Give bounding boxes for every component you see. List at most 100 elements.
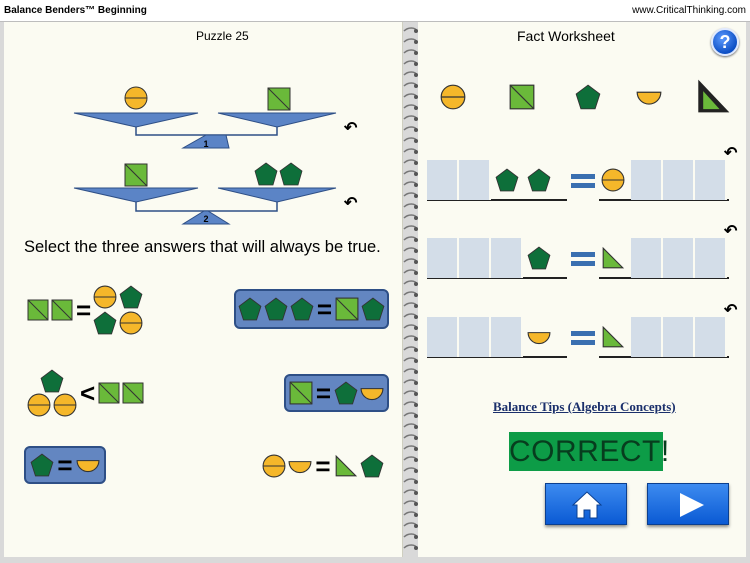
half-circle-shape: [76, 460, 100, 473]
play-icon: [680, 493, 704, 517]
website-url: www.CriticalThinking.com: [632, 5, 746, 16]
puzzle-title: Puzzle 25: [196, 29, 249, 43]
home-button[interactable]: [545, 483, 627, 525]
circle-shape: [262, 454, 286, 478]
answer-option-3[interactable]: <: [26, 367, 156, 419]
scale-2-left-pan: [73, 187, 199, 203]
equals-sign: =: [57, 449, 73, 480]
pentagon-shape: [495, 168, 519, 192]
half-circle-shape: [288, 461, 312, 474]
scale-1-circle: [124, 86, 148, 110]
empty-slot[interactable]: [695, 160, 727, 200]
triangle-shape: [602, 246, 625, 269]
pentagon-shape: [264, 297, 288, 321]
empty-slot[interactable]: [459, 160, 491, 200]
empty-slot[interactable]: [459, 238, 491, 278]
home-icon: [571, 491, 603, 519]
palette-circle[interactable]: [440, 84, 466, 110]
pentagon-shape: [360, 454, 384, 478]
scale-1-right-pan: [217, 112, 337, 128]
pentagon-shape: [93, 311, 117, 335]
pentagon-shape: [527, 246, 551, 270]
scale-1-number: 1: [203, 139, 208, 149]
scale-1-left-pan: [73, 112, 199, 128]
square-shape: [98, 382, 120, 404]
equals-sign: =: [316, 293, 333, 324]
empty-slot[interactable]: [491, 317, 523, 357]
scale-2-pentagon-1: [254, 162, 278, 186]
palette-half-circle[interactable]: [636, 84, 662, 110]
scale-2-fulcrum: [181, 210, 231, 225]
empty-slot[interactable]: [631, 238, 663, 278]
empty-slot[interactable]: [427, 160, 459, 200]
empty-slot[interactable]: [631, 160, 663, 200]
triangle-shape: [335, 454, 357, 477]
empty-slot[interactable]: [663, 160, 695, 200]
answer-option-1[interactable]: =: [26, 283, 156, 337]
pentagon-shape: [361, 297, 385, 321]
undo-icon[interactable]: ↶: [344, 120, 358, 137]
answer-option-6[interactable]: =: [258, 448, 388, 484]
half-circle-shape: [527, 332, 551, 345]
square-shape: [51, 299, 73, 321]
worksheet-row-3: [427, 317, 729, 358]
less-than-sign: <: [80, 377, 96, 408]
answer-option-5[interactable]: =: [24, 446, 106, 484]
equals-sign: [571, 161, 595, 201]
scale-2-pentagon-2: [279, 162, 303, 186]
answer-option-2[interactable]: =: [234, 289, 389, 329]
empty-slot[interactable]: [427, 317, 459, 357]
palette-triangle-tool[interactable]: [695, 78, 731, 114]
palette-pentagon[interactable]: [575, 84, 601, 110]
equals-sign: [571, 318, 595, 358]
equals-sign: =: [315, 377, 332, 408]
undo-icon[interactable]: ↶: [724, 223, 738, 240]
worksheet-row-1: [427, 160, 729, 201]
pentagon-shape: [40, 369, 64, 393]
half-circle-shape: [360, 388, 384, 401]
empty-slot[interactable]: [663, 317, 695, 357]
empty-slot[interactable]: [427, 238, 459, 278]
equals-sign: [571, 239, 595, 279]
empty-slot[interactable]: [695, 238, 727, 278]
answer-option-4[interactable]: =: [284, 374, 389, 412]
notebook-spiral: [403, 27, 418, 550]
worksheet-row-2: [427, 238, 729, 279]
square-shape: [335, 297, 359, 321]
square-shape: [289, 381, 313, 405]
empty-slot[interactable]: [491, 238, 523, 278]
circle-shape: [601, 168, 625, 192]
empty-slot[interactable]: [459, 317, 491, 357]
circle-shape: [119, 311, 143, 335]
square-shape: [27, 299, 49, 321]
pentagon-shape: [238, 297, 262, 321]
undo-icon[interactable]: ↶: [344, 195, 358, 212]
undo-icon[interactable]: ↶: [724, 302, 738, 319]
undo-icon[interactable]: ↶: [724, 145, 738, 162]
correct-banner: CORRECT!: [509, 432, 669, 471]
square-shape: [122, 382, 144, 404]
equals-sign: =: [76, 294, 92, 325]
pentagon-shape: [334, 381, 358, 405]
worksheet-title: Fact Worksheet: [517, 28, 615, 44]
circle-shape: [53, 393, 77, 417]
balance-tips-link[interactable]: Balance Tips (Algebra Concepts): [493, 399, 676, 414]
balance-scale-1: 1: [73, 86, 337, 149]
circle-shape: [27, 393, 51, 417]
scale-2-right-pan: [217, 187, 337, 203]
empty-slot[interactable]: [695, 317, 727, 357]
pentagon-shape: [30, 453, 54, 477]
next-button[interactable]: [647, 483, 729, 525]
balance-scale-2: 2: [73, 162, 337, 225]
pentagon-shape: [290, 297, 314, 321]
scale-2-number: 2: [203, 214, 208, 224]
help-button[interactable]: ?: [711, 28, 739, 56]
empty-slot[interactable]: [631, 317, 663, 357]
scale-1-fulcrum: [181, 134, 230, 149]
empty-slot[interactable]: [663, 238, 695, 278]
palette-square[interactable]: [509, 84, 535, 110]
triangle-shape: [602, 325, 625, 348]
top-bar: Balance Benders™ Beginning www.CriticalT…: [0, 0, 750, 22]
pentagon-shape: [119, 285, 143, 309]
circle-shape: [93, 285, 117, 309]
